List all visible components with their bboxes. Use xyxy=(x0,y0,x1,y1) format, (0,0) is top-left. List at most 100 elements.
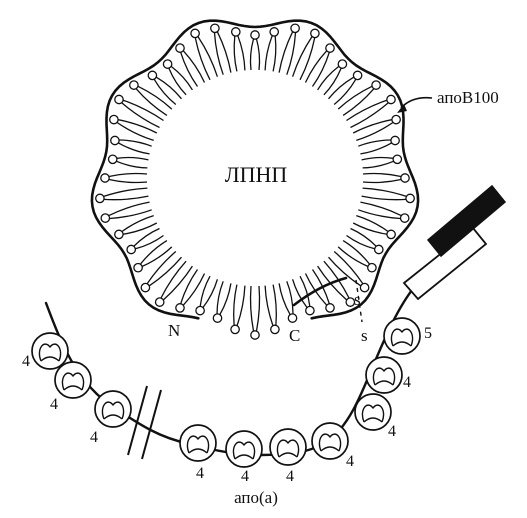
phospholipid-tail xyxy=(109,202,150,216)
phospholipid-tail xyxy=(238,36,245,71)
phospholipid-tail xyxy=(363,188,407,196)
phospholipid-head xyxy=(375,245,383,253)
phospholipid-head xyxy=(134,264,142,272)
phospholipid-head xyxy=(387,230,395,238)
phospholipid-tail xyxy=(257,39,260,70)
phospholipid-head xyxy=(163,60,171,68)
phospholipid-head xyxy=(96,194,104,202)
phospholipid-tail xyxy=(360,202,401,216)
phospholipid-tail xyxy=(356,123,393,141)
phospholipid-tail xyxy=(234,36,237,71)
strand-break-mark xyxy=(128,386,147,455)
phospholipid-tail xyxy=(287,33,296,75)
phospholipid-head xyxy=(306,306,314,314)
phospholipid-head xyxy=(232,28,240,36)
kringle-loop xyxy=(55,362,91,398)
kringle-loop xyxy=(384,318,420,354)
phospholipid-tail xyxy=(237,286,245,326)
phospholipid-tail xyxy=(362,157,394,159)
apoa-label: апо(а) xyxy=(234,488,278,507)
phospholipid-tail xyxy=(347,236,375,249)
kringle-number: 4 xyxy=(403,374,411,391)
apoa-strand xyxy=(46,285,416,455)
phospholipid-head xyxy=(271,325,279,333)
phospholipid-head xyxy=(213,314,221,322)
phospholipid-head xyxy=(231,325,239,333)
phospholipid-head xyxy=(176,44,184,52)
phospholipid-head xyxy=(156,298,164,306)
kringle-loop xyxy=(32,333,68,369)
phospholipid-tail xyxy=(273,36,276,71)
phospholipid-tail xyxy=(358,210,400,219)
phospholipid-head xyxy=(338,60,346,68)
phospholipid-tail xyxy=(356,216,388,232)
n-terminus-label: N xyxy=(168,321,180,340)
phospholipid-tail xyxy=(117,161,148,168)
kringle-number: 4 xyxy=(90,429,98,446)
phospholipid-head xyxy=(141,283,149,291)
phospholipid-tail xyxy=(251,286,254,331)
strand-break-mark xyxy=(142,390,161,459)
phospholipid-tail xyxy=(343,89,374,116)
disulfide-s-top: s xyxy=(354,290,361,309)
phospholipid-tail xyxy=(257,286,260,331)
phospholipid-tail xyxy=(338,86,372,109)
phospholipid-tail xyxy=(104,188,148,196)
phospholipid-head xyxy=(406,194,414,202)
phospholipid-tail xyxy=(279,32,293,73)
kringle-loop xyxy=(226,431,262,467)
phospholipid-head xyxy=(401,174,409,182)
phospholipid-tail xyxy=(250,39,253,70)
phospholipid-head xyxy=(291,24,299,32)
phospholipid-head xyxy=(270,28,278,36)
phospholipid-tail xyxy=(109,174,147,177)
phospholipid-head xyxy=(368,264,376,272)
phospholipid-head xyxy=(311,29,319,37)
phospholipid-head xyxy=(101,174,109,182)
phospholipid-tail xyxy=(117,123,154,141)
phospholipid-tail xyxy=(234,285,237,326)
phospholipid-head xyxy=(387,95,395,103)
phospholipid-head xyxy=(251,31,259,39)
phospholipid-head xyxy=(110,115,118,123)
phospholipid-tail xyxy=(362,196,406,200)
kringle-loop xyxy=(312,423,348,459)
phospholipid-head xyxy=(326,304,334,312)
phospholipid-head xyxy=(391,136,399,144)
kringle-group: 4444444445 xyxy=(22,318,432,485)
phospholipid-tail xyxy=(122,216,154,232)
phospholipid-head xyxy=(127,245,135,253)
c-terminus-label: C xyxy=(289,326,300,345)
phospholipid-tail xyxy=(363,161,394,168)
phospholipid-tail xyxy=(135,236,163,249)
phospholipid-tail xyxy=(136,89,167,116)
phospholipid-tail xyxy=(138,86,172,109)
phospholipid-head xyxy=(111,136,119,144)
phospholipid-head xyxy=(115,230,123,238)
kringle-number: 5 xyxy=(424,325,432,342)
phospholipid-head xyxy=(130,81,138,89)
phospholipid-head xyxy=(393,155,401,163)
phospholipid-tail xyxy=(203,279,217,307)
phospholipid-tail xyxy=(265,36,272,71)
phospholipid-tail xyxy=(300,276,310,306)
kringle-loop xyxy=(355,394,391,430)
kringle-loop xyxy=(270,429,306,465)
phospholipid-head xyxy=(401,214,409,222)
phospholipid-head xyxy=(372,81,380,89)
apob100-label: апоВ100 xyxy=(437,88,499,107)
kringle-number: 4 xyxy=(22,353,30,370)
ldl-label: ЛПНП xyxy=(225,162,288,187)
phospholipid-head xyxy=(251,331,259,339)
phospholipid-head xyxy=(288,314,296,322)
kringle-loop xyxy=(95,391,131,427)
phospholipid-head xyxy=(101,214,109,222)
phospholipid-head xyxy=(148,71,156,79)
phospholipid-head xyxy=(360,283,368,291)
phospholipid-tail xyxy=(347,100,387,120)
phospholipid-tail xyxy=(117,157,148,159)
phospholipid-tail xyxy=(110,210,152,219)
phospholipid-tail xyxy=(123,100,163,120)
phospholipid-head xyxy=(176,304,184,312)
